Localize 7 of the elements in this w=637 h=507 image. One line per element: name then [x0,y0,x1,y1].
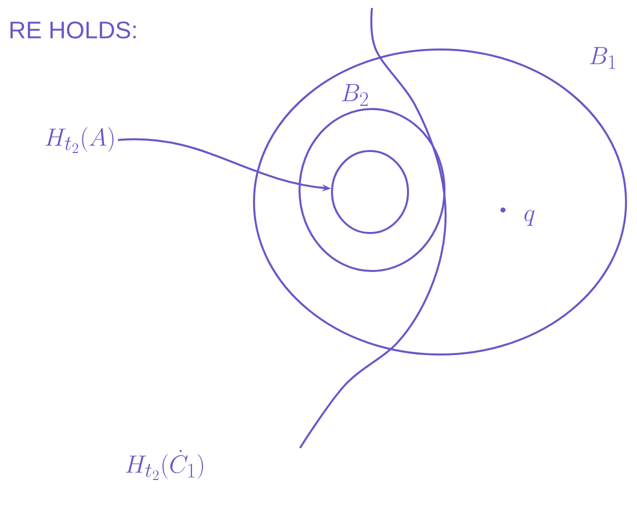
set-label: $B_2$ [342,84,368,106]
set-label: $H_{t_2}(A)$ [45,127,114,153]
heading-text: RE HOLDS: [10,22,136,38]
curve-label: $H_{t_2}(\dot{C}_1)$ [126,450,204,480]
point-label: $q$ [524,210,534,226]
set-label: $B_1$ [590,47,616,69]
circle [331,150,409,234]
